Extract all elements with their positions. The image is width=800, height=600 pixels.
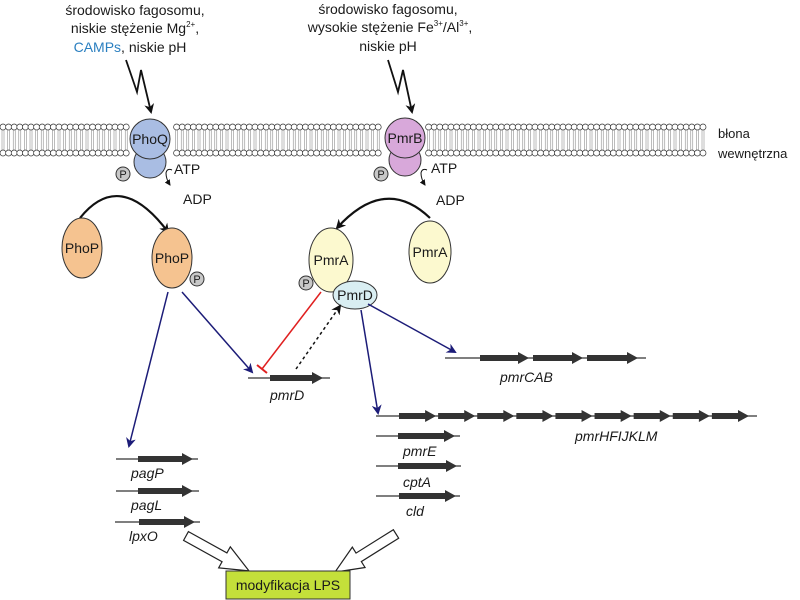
stimulus-left: środowisko fagosomu, niskie stężenie Mg2…: [65, 2, 204, 55]
gene-arrow: [672, 410, 710, 422]
gene-label-lpxO: lpxO: [129, 528, 158, 544]
gene-lpxO: [115, 516, 200, 528]
gene-arrow: [139, 516, 195, 528]
gene-arrow: [398, 460, 457, 472]
gene-label-pmrHFIJKLM: pmrHFIJKLM: [574, 428, 658, 444]
gene-arrow: [555, 410, 593, 422]
pmra-unphosphorylated: PmrA: [408, 220, 452, 284]
genes: [115, 352, 757, 528]
phosphate-label: P: [119, 169, 126, 181]
gene-pmrE: [376, 430, 460, 442]
gene-pagP: [116, 453, 198, 465]
phosphate-icon: [115, 166, 131, 182]
gene-cptA: [376, 460, 461, 472]
block-arrow-right: [333, 528, 400, 573]
gene-arrow: [587, 352, 638, 364]
inhibition-arrow-pmra-pmrD: [256, 291, 322, 374]
atp-label-left: ATP: [174, 161, 200, 177]
pmrd-protein: PmrD: [332, 280, 378, 310]
atp-label-right: ATP: [431, 160, 457, 176]
pmrd-label: PmrD: [337, 287, 373, 303]
stimulus-left-line2: niskie stężenie Mg2+,: [71, 20, 199, 36]
activation-arrow-pmra-pmrCAB: [367, 303, 457, 353]
gene-label-pagL: pagL: [130, 497, 162, 513]
stimulus-left-line3: CAMPs, niskie pH: [74, 39, 187, 55]
phop-unphosphorylated: PhoP: [61, 217, 103, 279]
adp-label-left: ADP: [183, 191, 212, 207]
phoq-protein: PhoQ P ATP ADP: [115, 118, 212, 207]
phop-label: PhoP: [155, 250, 189, 266]
membrane-label-line1: błona: [718, 126, 751, 141]
phosphate-label: P: [302, 278, 309, 290]
gene-pmrCAB: [445, 352, 646, 364]
gene-arrow: [399, 410, 437, 422]
activation-arrow-phop-pmrD: [181, 291, 254, 374]
membrane-label-line2: wewnętrzna: [717, 146, 788, 161]
gene-arrow: [477, 410, 515, 422]
gene-arrow: [711, 410, 749, 422]
gene-arrow: [594, 410, 632, 422]
activation-arrow-pmra-pmrHFIJKLM: [360, 309, 382, 415]
phop-phosphorylated: PhoP P: [151, 227, 205, 289]
gene-arrow: [480, 352, 529, 364]
gene-label-pagP: pagP: [130, 465, 164, 481]
phosphate-icon: [373, 166, 389, 182]
gene-arrow: [533, 352, 583, 364]
activation-arrow-phop-pagP: [126, 291, 169, 448]
pmra-label: PmrA: [413, 244, 449, 260]
result-box: modyfikacja LPS: [225, 570, 351, 600]
gene-label-pmrE: pmrE: [402, 443, 437, 459]
gene-arrow: [438, 410, 476, 422]
gene-label-cptA: cptA: [403, 474, 431, 490]
gene-arrow: [138, 453, 193, 465]
adp-label-right: ADP: [436, 192, 465, 208]
gene-arrow: [399, 490, 456, 502]
membrane-bilayer: [0, 123, 707, 157]
stimulus-left-line1: środowisko fagosomu,: [65, 2, 204, 18]
stimulus-right: środowisko fagosomu, wysokie stężenie Fe…: [307, 1, 473, 54]
stimulus-right-line3: niskie pH: [359, 38, 417, 54]
gene-arrow: [270, 372, 323, 384]
stimulus-right-line1: środowisko fagosomu,: [318, 1, 457, 17]
gene-pmrHFIJKLM: [376, 410, 757, 422]
gene-label-cld: cld: [406, 503, 425, 519]
block-arrow-left: [182, 530, 251, 572]
gene-cld: [376, 490, 460, 502]
phosphate-label: P: [377, 169, 384, 181]
pmrb-label: PmrB: [388, 130, 423, 146]
gene-pmrD: [248, 372, 330, 384]
gene-arrow: [398, 430, 455, 442]
signal-arrow-right: [387, 59, 416, 114]
translation-arrow-pmrD: [295, 304, 342, 370]
signal-arrow-left: [125, 59, 155, 114]
stimulus-right-line2: wysokie stężenie Fe3+/Al3+,: [307, 19, 473, 35]
gene-arrow: [138, 485, 193, 497]
pmrb-protein: PmrB P ATP ADP: [373, 117, 465, 208]
phosphate-label: P: [193, 274, 200, 286]
phop-label: PhoP: [65, 240, 99, 256]
pmra-label: PmrA: [314, 252, 350, 268]
gene-pagL: [116, 485, 199, 497]
gene-arrow: [633, 410, 671, 422]
gene-label-pmrCAB: pmrCAB: [499, 369, 553, 385]
phosphorylation-arrow-pmra: [335, 197, 431, 230]
gene-arrow: [516, 410, 554, 422]
result-label: modyfikacja LPS: [236, 577, 340, 593]
pmra-phosphorylated: PmrA P: [298, 227, 354, 293]
phosphorylation-arrow-phop: [79, 195, 170, 234]
phoq-label: PhoQ: [132, 131, 168, 147]
gene-label-pmrD: pmrD: [269, 387, 304, 403]
